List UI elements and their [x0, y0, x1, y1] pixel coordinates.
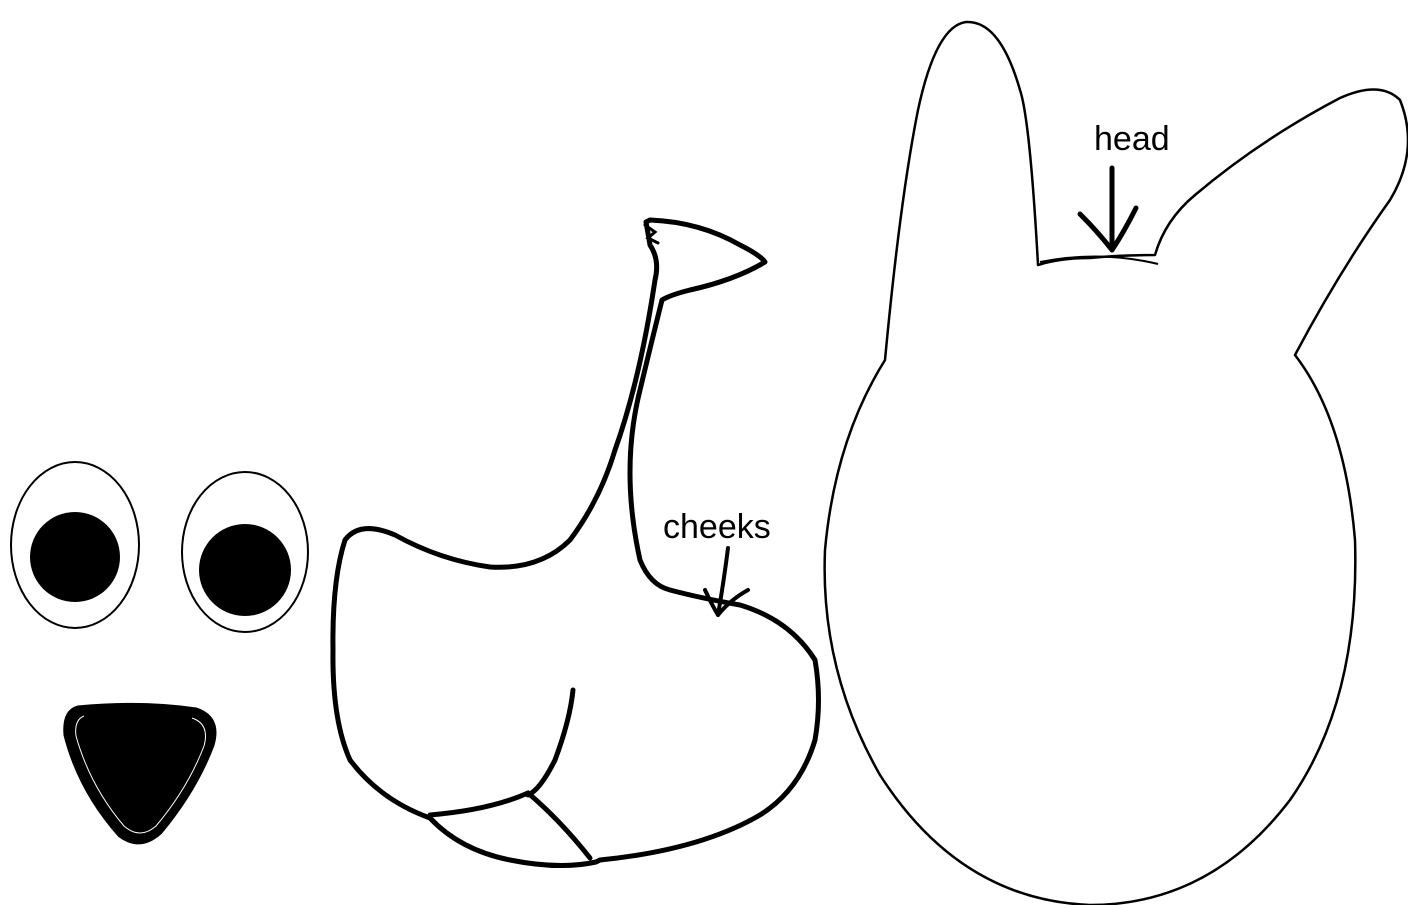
head-label: head — [1094, 120, 1170, 158]
nose-piece — [66, 705, 214, 841]
right-eye-pupil — [199, 524, 291, 616]
head-arrow-icon — [1080, 168, 1136, 250]
cheeks-label: cheeks — [663, 508, 771, 546]
left-eye — [11, 462, 139, 628]
head-label-group: head — [1080, 120, 1170, 250]
right-eye — [182, 472, 308, 632]
left-eye-pupil — [30, 512, 120, 602]
